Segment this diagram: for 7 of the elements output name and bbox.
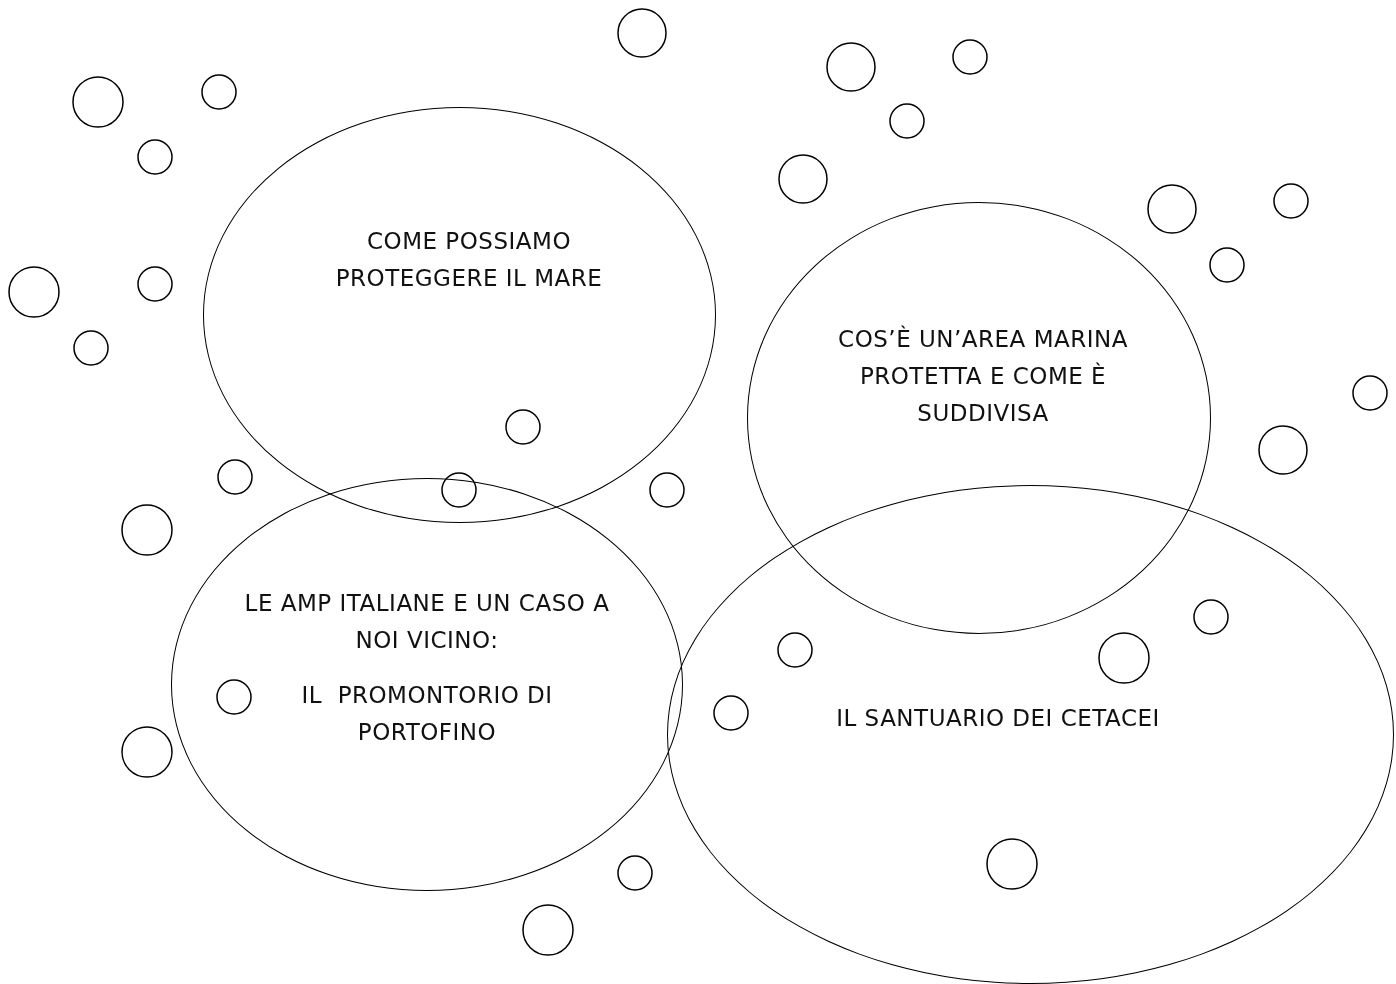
topic-ellipse [667, 485, 1394, 984]
topic-text: COS’È UN’AREA MARINA PROTETTA E COME È SUDDIVISA [837, 324, 1129, 428]
topic-ellipse [171, 478, 683, 891]
topic-text: COME POSSIAMO PROTEGGERE IL MARE [334, 227, 604, 293]
topic-text: LE AMP ITALIANE E UN CASO A NOI VICINO: [243, 589, 611, 655]
topic-text: IL SANTUARIO DEI CETACEI [836, 704, 1160, 733]
topic-text: IL PROMONTORIO DI PORTOFINO [300, 681, 554, 747]
